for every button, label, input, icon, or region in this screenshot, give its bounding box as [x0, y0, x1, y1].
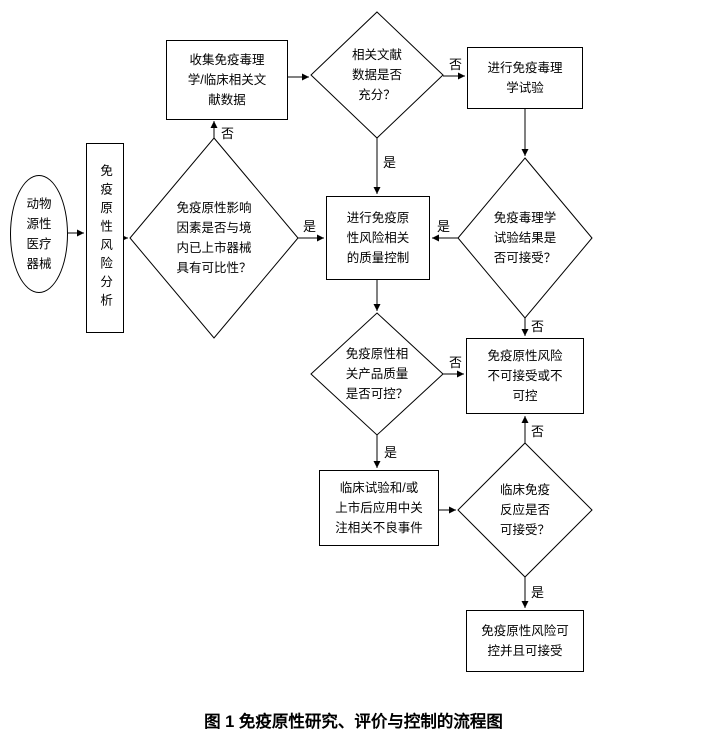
- node-risk-acceptable: 免疫原性风险可 控并且可接受: [466, 610, 584, 672]
- node-product-quality-decision: 免疫原性相 关产品质量 是否可控？: [345, 346, 409, 402]
- node-clinical-trial: 临床试验和/或 上市后应用中关 注相关不良事件: [319, 470, 439, 546]
- edge-label-no-clinical-reaction: 否: [531, 424, 545, 439]
- clinical-reaction-decision-shape: [457, 442, 593, 578]
- node-clinical-reaction-decision: 临床免疫 反应是否 可接受？: [499, 482, 550, 538]
- edge-label-yes-comparability: 是: [303, 219, 317, 234]
- node-test-result-decision: 免疫毒理学 试验结果是 否可接受？: [493, 210, 557, 266]
- node-immunotox-test: 进行免疫毒理 学试验: [467, 47, 583, 109]
- node-quality-control: 进行免疫原 性风险相关 的质量控制: [326, 196, 430, 280]
- figure-caption: 图 1 免疫原性研究、评价与控制的流程图: [204, 713, 503, 731]
- literature-sufficient-decision-shape: [310, 11, 444, 139]
- node-collect-literature: 收集免疫毒理 学/临床相关文 献数据: [166, 40, 288, 120]
- edge-label-no-literature: 否: [449, 57, 463, 72]
- node-start-ellipse: 动物 源性 医疗 器械: [10, 175, 68, 293]
- edge-label-yes-clinical-reaction: 是: [531, 585, 545, 600]
- node-risk-unacceptable: 免疫原性风险 不可接受或不 可控: [466, 338, 584, 414]
- node-risk-analysis: 免疫原性风险分析: [86, 143, 124, 333]
- edge-label-no-product-quality: 否: [449, 355, 463, 370]
- node-literature-sufficient-decision: 相关文献 数据是否 充分？: [351, 47, 402, 103]
- edge-label-yes-product-quality: 是: [384, 445, 398, 460]
- edge-label-yes-test-result: 是: [437, 219, 451, 234]
- comparability-decision-shape: [129, 137, 299, 339]
- test-result-decision-shape: [457, 157, 593, 319]
- node-comparability-decision: 免疫原性影响 因素是否与境 内已上市器械 具有可比性？: [176, 200, 252, 276]
- edge-label-yes-literature: 是: [383, 155, 397, 170]
- edge-label-no-comparability: 否: [221, 126, 235, 141]
- edge-label-no-test-result: 否: [531, 319, 545, 334]
- product-quality-decision-shape: [310, 312, 444, 436]
